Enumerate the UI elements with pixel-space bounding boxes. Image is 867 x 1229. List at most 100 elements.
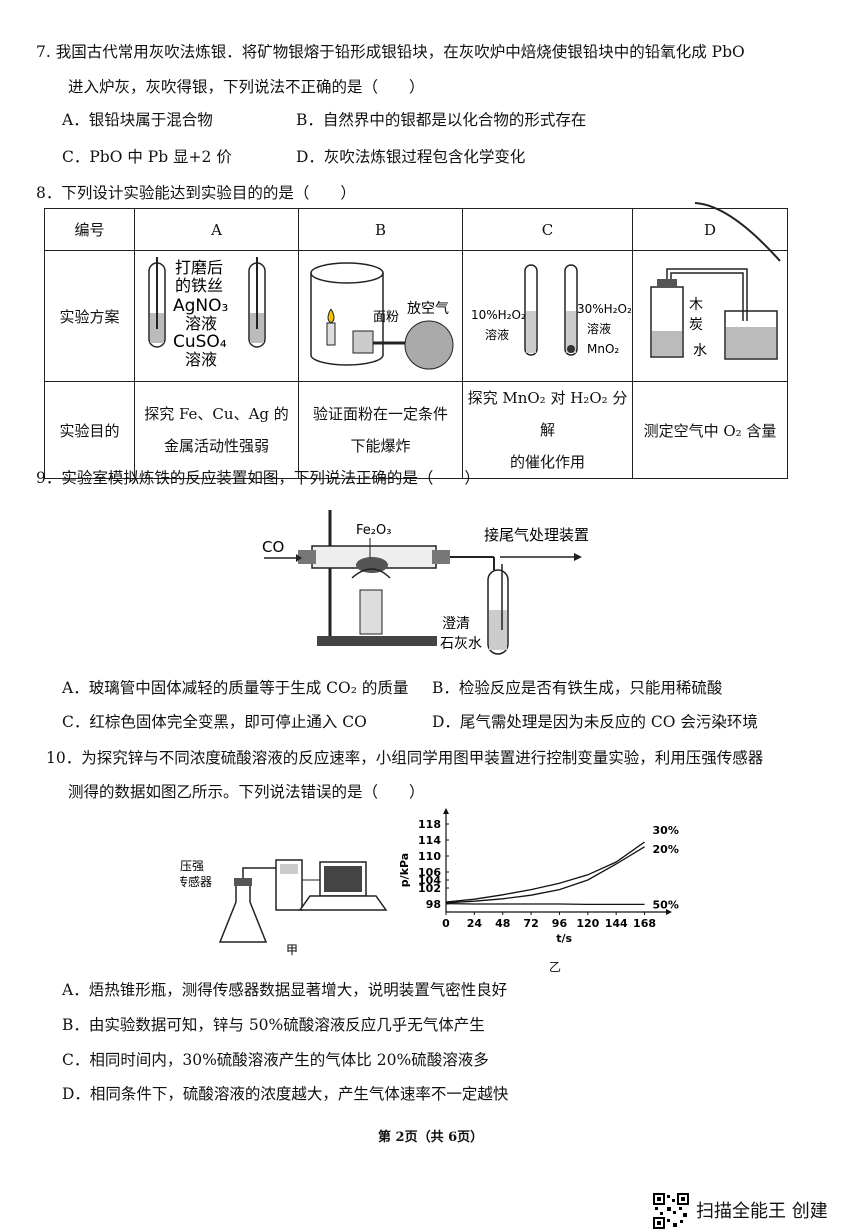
x-axis-arrow [666,909,672,915]
x-tick-label: 72 [523,917,538,930]
y-tick-label: 102 [418,882,441,895]
table-header-purpose: 实验目的 [44,381,135,479]
label-limewater: 石灰水 [440,636,482,652]
diagram-c-svg: 10%H₂O₂ 溶液 30%H₂O₂ 溶液 MnO₂ [471,264,631,356]
x-tick-label: 24 [467,917,483,930]
q7-stem-line1: 7. 我国古代常用灰吹法炼银．将矿物银熔于铅形成银铅块，在灰吹炉中焙烧使银铅块中… [36,43,745,61]
diagram-c-label-3: 溶液 [587,321,611,336]
y-tick-label: 98 [426,898,441,911]
q7-option-a: A．银铅块属于混合物 [62,111,213,129]
x-tick-label: 120 [576,917,599,930]
q10-stem-line1: 10．为探究锌与不同浓度硫酸溶液的反应速率，小组同学用图甲装置进行控制变量实验，… [46,749,764,767]
table-header-number: 编号 [44,208,135,251]
purpose-a-line2: 金属活动性强弱 [163,437,269,455]
y-axis-label: p/kPa [398,853,411,887]
q9-option-d: D．尾气需处理是因为未反应的 CO 会污染环境 [432,713,758,731]
label-tail-gas: 接尾气处理装置 [484,526,589,544]
label-fe2o3: Fe₂O₃ [356,523,391,538]
q10-option-b: B．由实验数据可知，锌与 50%硫酸溶液反应几乎无气体产生 [62,1016,485,1034]
pen-stroke-mark [694,202,781,262]
q8-stem: 8．下列设计实验能达到实验目的的是（ ） [36,184,356,202]
series-label-30pct: 30% [653,824,679,837]
x-tick-label: 96 [552,917,568,930]
y-tick-label: 106 [418,866,441,879]
experiment-table: 编号 A B C D 实验方案 打磨后 的铁丝 AgNO₃ 溶液 CuSO₄ 溶… [44,208,788,479]
diagram-b: 面粉 放空气 [298,250,463,382]
q9-option-b: B．检验反应是否有铁生成，只能用稀硫酸 [432,679,723,697]
jia-caption: 甲 [286,943,298,957]
q9-stem: 9．实验室模拟炼铁的反应装置如图，下列说法正确的是（ ） [36,469,480,487]
q7-option-b: B．自然界中的银都是以化合物的形式存在 [296,111,587,129]
purpose-a: 探究 Fe、Cu、Ag 的 金属活动性强弱 [134,381,299,479]
y-tick-label: 118 [418,818,441,831]
purpose-d-line1: 测定空气中 O₂ 含量 [643,421,777,440]
diagram-d-label-1: 炭 [689,317,703,333]
diagram-d-svg: 木 炭 水 [650,268,778,360]
q9-option-a: A．玻璃管中固体减轻的质量等于生成 CO₂ 的质量 [62,679,409,697]
diagram-c-label-1: 溶液 [485,327,509,342]
diagram-a-label-5: 溶液 [185,350,217,369]
q7-option-d: D．灰吹法炼银过程包含化学变化 [296,148,526,166]
diagram-a-label-3: 溶液 [185,314,217,333]
q9-option-c: C．红棕色固体完全变黑，即可停止通入 CO [62,713,367,731]
diagram-b-svg: 面粉 放空气 [309,262,453,370]
scanner-watermark: 扫描全能王 创建 [696,1201,828,1222]
diagram-a: 打磨后 的铁丝 AgNO₃ 溶液 CuSO₄ 溶液 [134,250,299,382]
y-axis-arrow [443,808,449,814]
series-line-30pct [445,841,645,903]
x-tick-label: 144 [605,917,628,930]
iron-smelting-apparatus: CO Fe₂O₃ 接尾气处理装置 澄清 石灰水 [262,510,589,655]
table-col-a: A [134,208,299,251]
series-line-20pct [445,846,645,904]
table-col-c: C [462,208,633,251]
diagram-c-label-0: 10%H₂O₂ [471,308,526,322]
diagram-a-label-4: CuSO₄ [173,332,227,352]
purpose-b-line1: 验证面粉在一定条件 [312,405,448,423]
q10-option-c: C．相同时间内，30%硫酸溶液产生的气体比 20%硫酸溶液多 [62,1051,489,1069]
label-co: CO [262,538,284,556]
diagram-c-label-2: 30%H₂O₂ [577,302,631,316]
jia-label-pressure: 压强 [180,859,204,873]
table-col-b: B [298,208,463,251]
purpose-c: 探究 MnO₂ 对 H₂O₂ 分解 的催化作用 [462,381,633,479]
q7-option-c: C．PbO 中 Pb 显+2 价 [62,148,232,166]
diagram-a-svg: 打磨后 的铁丝 AgNO₃ 溶液 CuSO₄ 溶液 [147,257,266,369]
q10-stem-line2: 测得的数据如图乙所示。下列说法错误的是（ ） [68,783,425,801]
yi-caption: 乙 [549,960,562,974]
y-tick-label: 110 [418,850,441,863]
purpose-c-line2: 的催化作用 [509,453,585,471]
x-tick-label: 48 [495,917,510,930]
series-label-20pct: 20% [653,843,679,856]
figure-jia-apparatus: 压强 传感器 甲 [180,859,388,957]
diagram-d-label-0: 木 [689,297,703,313]
x-axis-label: t/s [556,932,572,945]
diagram-a-label-0: 打磨后 [175,258,223,277]
diagram-d: 木 炭 水 [632,250,788,382]
table-col-d: D [632,208,788,251]
q7-stem-line2: 进入炉灰，灰吹得银，下列说法不正确的是（ ） [68,78,425,96]
q10-option-d: D．相同条件下，硫酸溶液的浓度越大，产生气体速率不一定越快 [62,1085,509,1103]
diagram-b-label-1: 放空气 [407,301,449,317]
y-tick-label: 104 [418,874,441,887]
diagram-d-label-2: 水 [693,343,707,359]
table-header-plan: 实验方案 [44,250,135,382]
q10-option-a: A．焐热锥形瓶，测得传感器数据显著增大，说明装置气密性良好 [62,981,508,999]
jia-label-sensor: 传感器 [180,874,212,889]
purpose-a-line1: 探究 Fe、Cu、Ag 的 [144,405,289,423]
diagram-c-label-4: MnO₂ [587,342,619,356]
series-label-50pct: 50% [653,898,679,911]
x-tick-label: 0 [442,917,450,930]
series-line-50pct [445,902,645,906]
diagram-a-label-1: 的铁丝 [175,276,223,295]
diagram-c: 10%H₂O₂ 溶液 30%H₂O₂ 溶液 MnO₂ [462,250,633,382]
label-clear: 澄清 [442,616,470,632]
diagram-b-label-0: 面粉 [373,310,399,325]
y-tick-label: 114 [418,834,441,847]
purpose-c-line1: 探究 MnO₂ 对 H₂O₂ 分解 [467,389,628,439]
purpose-d: 测定空气中 O₂ 含量 [632,381,788,479]
qr-code-icon [653,1193,689,1229]
purpose-b: 验证面粉在一定条件 下能爆炸 [298,381,463,479]
purpose-b-line2: 下能爆炸 [350,437,411,455]
diagram-a-label-2: AgNO₃ [173,296,228,316]
